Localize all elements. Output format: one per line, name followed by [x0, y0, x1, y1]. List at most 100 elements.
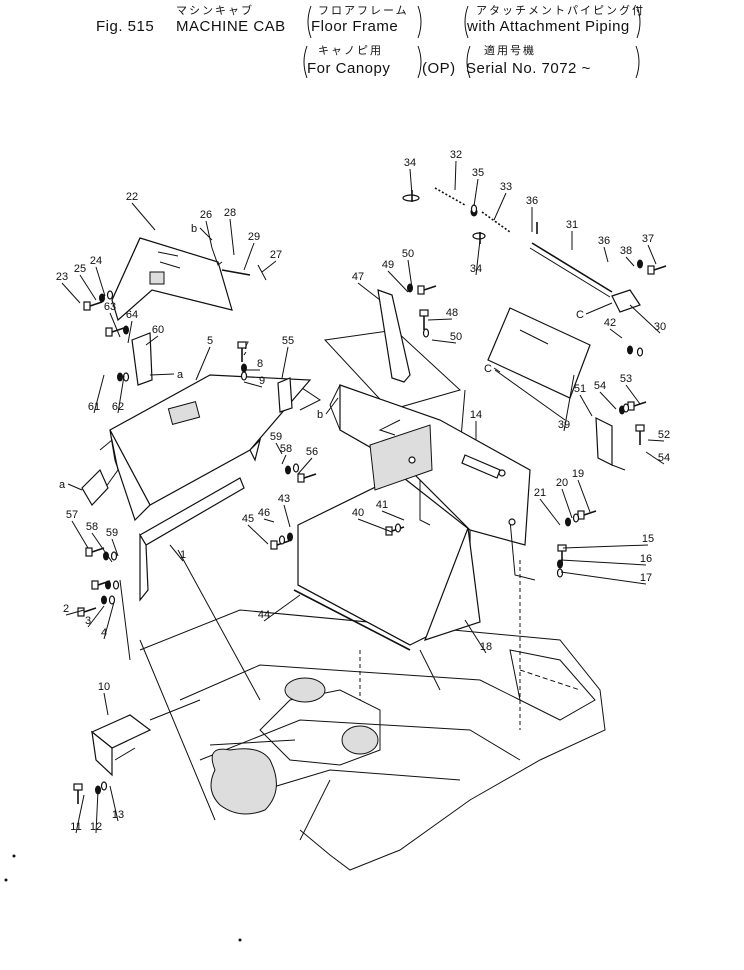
leader-line [454, 160, 457, 191]
part-number-label: 39 [558, 419, 570, 431]
bolt-3 [83, 301, 103, 311]
leader-line [95, 266, 106, 297]
part-number-label: 60 [152, 324, 164, 336]
leader-line [560, 559, 647, 566]
reference-arrow [199, 227, 213, 241]
part-number-label: 25 [74, 263, 86, 275]
washer-24 [556, 568, 564, 578]
leader-line [87, 605, 105, 628]
leader-line [127, 320, 133, 344]
leader-line [560, 571, 647, 585]
part-number-label: 14 [470, 409, 482, 421]
reference-letter: a [59, 479, 66, 491]
leader-line [243, 351, 247, 356]
bolt-10 [237, 341, 247, 362]
reference-arrow [149, 373, 175, 376]
floor-frame-14 [329, 384, 536, 581]
part-number-label: 7 [243, 340, 249, 352]
part-number-label: 54 [658, 452, 670, 464]
leader-line [205, 220, 213, 249]
leader-line [539, 498, 561, 526]
leader-line [247, 524, 269, 545]
washer-15 [105, 580, 111, 590]
washer-23 [557, 559, 563, 569]
qualifier3-jp: キャノピ用 [318, 45, 383, 57]
part-number-label: 20 [556, 477, 568, 489]
leader-line [647, 439, 665, 442]
qualifier5-en: Serial No. 7072 ~ [466, 60, 591, 77]
part-number-label: 4 [101, 627, 107, 639]
tray-part-22 [111, 237, 233, 322]
reference-arrow [585, 302, 613, 315]
part-number-label: 45 [242, 513, 254, 525]
leader-line [625, 384, 641, 405]
washer-2 [108, 595, 116, 605]
leader-line [93, 374, 105, 414]
part-number-label: 50 [450, 331, 462, 343]
leader-line [103, 601, 115, 640]
part-number-label: 36 [598, 235, 610, 247]
part-number-label: 37 [642, 233, 654, 245]
reference-letter: a [177, 369, 184, 381]
part-number-label: 10 [98, 681, 110, 693]
part-number-label: 27 [270, 249, 282, 261]
part-number-label: 9 [259, 375, 265, 387]
washer-14 [110, 551, 118, 561]
part-number-label: 33 [500, 181, 512, 193]
leader-line [261, 260, 277, 273]
figure-number: Fig. 515 [96, 18, 155, 35]
part-number-label: 16 [640, 553, 652, 565]
part-number-label: 15 [642, 533, 654, 545]
washer-1 [101, 595, 107, 605]
leader-line [427, 318, 453, 321]
part-number-label: 23 [56, 271, 68, 283]
qualifier2-en: with Attachment Piping [467, 18, 630, 35]
part-number-label: 11 [70, 821, 81, 833]
leader-line [645, 451, 665, 465]
washer-6 [106, 290, 114, 300]
reference-letter: C [484, 363, 492, 375]
washer-4 [100, 781, 108, 791]
part-number-label: 40 [352, 507, 364, 519]
part-number-label: 59 [106, 527, 118, 539]
counterweight-blob [210, 677, 379, 815]
leader-line [563, 374, 575, 432]
reference-arrow [325, 397, 339, 415]
leader-line [562, 544, 649, 549]
leader-line [281, 454, 287, 465]
part-number-label: 44 [258, 609, 270, 621]
leader-line [603, 246, 609, 263]
part-number-label: 2 [63, 603, 69, 615]
header-brackets [303, 5, 641, 79]
leader-line [609, 328, 623, 339]
part-number-label: 26 [200, 209, 212, 221]
part-number-label: 21 [534, 487, 546, 499]
leader-line [407, 259, 413, 289]
spring-assembly [402, 187, 511, 240]
leader-line [431, 339, 457, 344]
block-part-30 [611, 289, 641, 313]
leader-line [95, 789, 99, 834]
part-number-label: 29 [248, 231, 260, 243]
reference-letter: C [576, 309, 584, 321]
scan-specks [4, 854, 242, 942]
bolt-11 [419, 309, 429, 330]
leader-line [283, 504, 291, 528]
part-number-label: 43 [278, 493, 290, 505]
part-number-label: 47 [352, 271, 364, 283]
leader-line [195, 346, 211, 381]
rod-part-31 [529, 242, 613, 298]
part-number-label: 31 [566, 219, 578, 231]
leader-line [599, 391, 617, 410]
leader-line [579, 394, 593, 417]
part-number-label: 8 [257, 358, 263, 370]
qualifier2-jp: アタッチメントパイピング付 [476, 5, 645, 17]
bolt-8 [85, 547, 105, 557]
part-number-label: 1 [180, 549, 186, 561]
leader-line [117, 375, 125, 414]
part-number-label: 32 [450, 149, 462, 161]
leader-line [145, 335, 159, 346]
leader-line [243, 242, 255, 271]
part-number-label: 35 [472, 167, 484, 179]
